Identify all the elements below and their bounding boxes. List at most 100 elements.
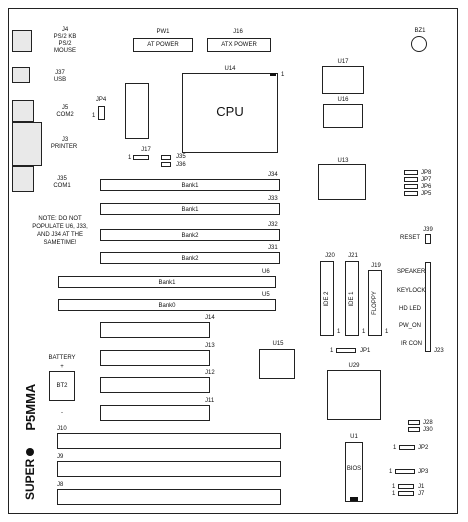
j17-label: J17 <box>141 147 151 153</box>
pw1-label: PW1 <box>156 29 170 35</box>
memory-slot-j31: Bank2 <box>100 252 280 264</box>
jp1-label: JP1 <box>360 348 371 354</box>
jp5-jumper <box>404 191 418 196</box>
jp2-label: JP2 <box>418 445 429 451</box>
jp4-pin1: 1 <box>92 113 96 119</box>
ps2-connector <box>12 30 32 52</box>
j35-jumper-label: J35 <box>176 154 186 160</box>
u13-top-label: U13 <box>337 158 349 164</box>
u16-label: U16 <box>337 97 349 103</box>
front-panel-header <box>425 262 431 352</box>
j3-label: J3 <box>61 137 69 143</box>
j36-jumper-label: J36 <box>176 162 186 168</box>
ide2-pin1: 1 <box>337 329 341 335</box>
jp8-label: JP8 <box>421 170 432 176</box>
u15-label: U15 <box>272 341 284 347</box>
cpu-pin1-label: 1 <box>281 72 285 78</box>
slot-ref-j13: J13 <box>205 343 215 349</box>
jp7-jumper <box>404 177 418 182</box>
bios-chip <box>345 442 363 502</box>
usb-label: USB <box>53 77 67 83</box>
j30-jumper <box>408 427 420 432</box>
com2-connector <box>12 100 34 122</box>
ide1-connector <box>345 261 359 336</box>
jp2-jumper <box>399 445 415 450</box>
reset-header <box>425 234 431 244</box>
j39-label: J39 <box>423 227 433 233</box>
jp8-jumper <box>404 170 418 175</box>
j37-label: J37 <box>55 70 65 76</box>
jp1-jumper <box>336 348 356 353</box>
jp6-jumper <box>404 184 418 189</box>
u17-label: U17 <box>337 59 349 65</box>
com2-label: COM2 <box>56 112 74 118</box>
ps2-kb-label: PS/2 KB <box>53 34 77 40</box>
bank-label: Bank1 <box>181 183 199 189</box>
cpu-label: CPU <box>216 104 244 119</box>
note-line-4: SAMETIME! <box>43 240 77 246</box>
mem-ref-j31: J31 <box>268 245 278 251</box>
bank-label: Bank0 <box>158 303 176 309</box>
brand-dot-icon <box>26 447 34 456</box>
j21-label: J21 <box>348 253 358 259</box>
u16-chip <box>323 104 363 128</box>
slot-ref-j8: J8 <box>57 482 64 488</box>
cache-chip <box>125 83 149 139</box>
j17-jumper <box>133 155 149 160</box>
memory-slot-u6: Bank1 <box>58 276 276 288</box>
bank-label: Bank2 <box>181 233 199 239</box>
cpu-socket <box>182 73 278 153</box>
jp3-label: JP3 <box>418 469 429 475</box>
j4-label: J4 <box>61 27 69 33</box>
bios-label: BIOS <box>346 466 362 472</box>
memory-slot-j34: Bank1 <box>100 179 280 191</box>
j30-label: J30 <box>423 427 433 433</box>
battery-holder <box>49 371 75 401</box>
floppy-connector <box>368 270 382 336</box>
jp6-label: JP6 <box>421 184 432 190</box>
memory-slot-u5: Bank0 <box>58 299 276 311</box>
isa-slot-j9 <box>57 461 281 477</box>
j35-label: J35 <box>57 176 67 182</box>
u1-label: U1 <box>350 434 358 440</box>
battery-minus: - <box>61 410 63 416</box>
usb-connector <box>12 67 30 83</box>
u29-label: U29 <box>348 363 360 369</box>
j28-label: J28 <box>423 420 433 426</box>
speaker-label: SPEAKER <box>397 269 426 275</box>
keylock-label: KEYLOCK <box>397 288 426 294</box>
memory-slot-j32: Bank2 <box>100 229 280 241</box>
ps2-mouse-label: PS/2 <box>58 41 72 47</box>
jp5-label: JP5 <box>421 191 432 197</box>
jp3-jumper <box>395 469 415 474</box>
bank-label: Bank2 <box>181 256 199 262</box>
pci-slot-j11 <box>100 405 210 421</box>
j1-jumper <box>398 484 414 489</box>
com1-connector <box>12 166 34 192</box>
j23-label: J23 <box>434 348 444 354</box>
jp3-pin1: 1 <box>389 469 393 475</box>
jp7-label: JP7 <box>421 177 432 183</box>
isa-slot-j8 <box>57 489 281 505</box>
j36-jumper <box>161 162 171 167</box>
u29-chip <box>327 370 381 420</box>
brand-name: SUPER <box>23 458 37 500</box>
board-outline <box>8 8 458 514</box>
bank-label: Bank1 <box>181 207 199 213</box>
floppy-label: FLOPPY <box>372 291 378 315</box>
u14-label: U14 <box>224 66 236 72</box>
printer-connector <box>12 122 42 166</box>
slot-ref-j14: J14 <box>205 315 215 321</box>
mem-ref-j33: J33 <box>268 196 278 202</box>
bios-notch <box>350 497 358 501</box>
buzzer <box>411 36 427 52</box>
atx-power-connector <box>207 38 271 52</box>
isa-slot-j10 <box>57 433 281 449</box>
j17-pin1: 1 <box>128 155 132 161</box>
jp4-label: JP4 <box>95 97 107 103</box>
brand-logo: SUPER P5MMA <box>20 360 40 500</box>
u15-chip <box>259 349 295 379</box>
j20-label: J20 <box>325 253 335 259</box>
mem-ref-j34: J34 <box>268 172 278 178</box>
at-power-connector <box>133 38 193 52</box>
